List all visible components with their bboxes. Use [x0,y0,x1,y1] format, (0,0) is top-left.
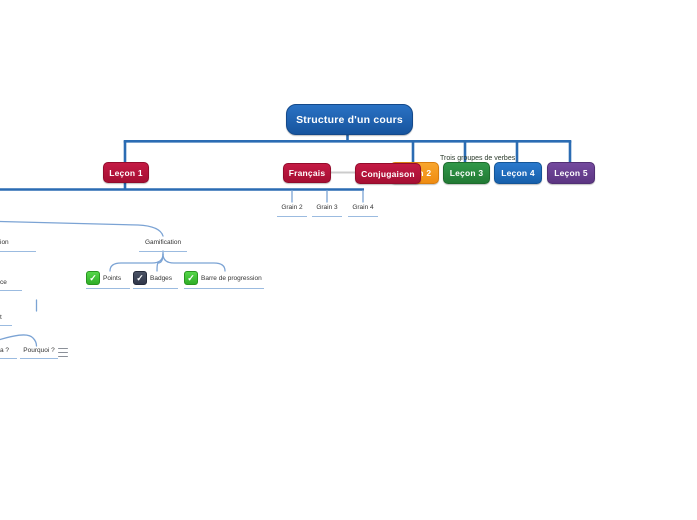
node-lecon-3[interactable]: Leçon 3 [443,162,490,184]
node-gamification[interactable]: Gamification [139,239,187,252]
checkbox-checked-icon[interactable]: ✓ [133,271,147,285]
node-francais[interactable]: Français [283,163,331,183]
node-badges[interactable]: ✓ Badges [133,271,178,289]
points-label: Points [103,274,122,282]
annotation-trois-groupes[interactable]: Trois groupes de verbes [440,155,516,162]
node-grain-4[interactable]: Grain 4 [348,204,378,217]
checkbox-checked-icon[interactable]: ✓ [184,271,198,285]
node-points[interactable]: ✓ Points [86,271,130,289]
node-barre-de-progression[interactable]: ✓ Barre de progression [184,271,264,289]
node-grain-2[interactable]: Grain 2 [277,204,307,217]
node-clipped-t[interactable]: t [0,314,12,326]
badges-label: Badges [150,274,173,282]
barre-label: Barre de progression [201,274,262,282]
node-grain-3[interactable]: Grain 3 [312,204,342,217]
node-clipped-ion[interactable]: ion [0,239,36,252]
menu-icon[interactable] [58,348,68,357]
node-lecon-1[interactable]: Leçon 1 [103,162,149,183]
node-lecon-4[interactable]: Leçon 4 [494,162,542,184]
node-conjugaison[interactable]: Conjugaison [355,163,421,184]
node-lecon-5[interactable]: Leçon 5 [547,162,595,184]
root-node[interactable]: Structure d'un cours [286,104,413,135]
checkbox-checked-icon[interactable]: ✓ [86,271,100,285]
node-clipped-ce[interactable]: ce [0,279,22,291]
node-pourquoi[interactable]: Pourquoi ? [20,347,58,359]
node-clipped-question[interactable]: a ? [0,347,17,359]
